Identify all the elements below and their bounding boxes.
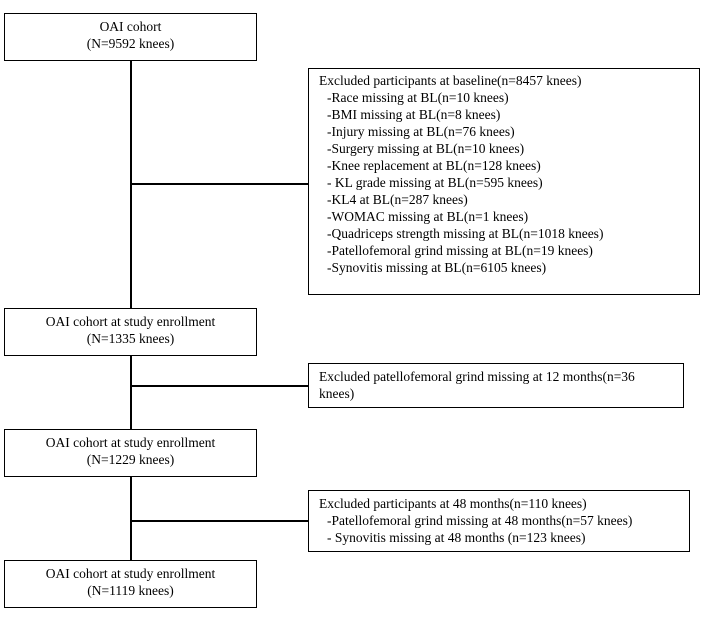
main-box-count: (N=1335 knees) <box>86 331 175 346</box>
exclusion-item: - KL grade missing at BL(n=595 knees) <box>327 175 543 190</box>
exclusion-item: -BMI missing at BL(n=8 knees) <box>327 107 501 122</box>
exclusion-box-baseline: Excluded participants at baseline(n=8457… <box>308 68 700 295</box>
main-box-title: OAI cohort at study enrollment <box>45 314 216 329</box>
exclusion-item: -Surgery missing at BL(n=10 knees) <box>327 141 525 156</box>
exclusion-item: -KL4 at BL(n=287 knees) <box>327 192 468 207</box>
main-box-title: OAI cohort at study enrollment <box>45 435 216 450</box>
exclusion-item: -Synovitis missing at BL(n=6105 knees) <box>327 260 547 275</box>
main-box-oai-cohort: OAI cohort (N=9592 knees) <box>4 13 257 61</box>
connector-to-exclusion-2 <box>130 385 308 387</box>
exclusion-item: - Synovitis missing at 48 months (n=123 … <box>327 530 586 545</box>
connector-to-exclusion-1 <box>130 183 308 185</box>
exclusion-item: -Injury missing at BL(n=76 knees) <box>327 124 515 139</box>
exclusion-item: -WOMAC missing at BL(n=1 knees) <box>327 209 529 224</box>
main-box-enrollment-3: OAI cohort at study enrollment (N=1119 k… <box>4 560 257 608</box>
main-box-count: (N=9592 knees) <box>86 36 175 51</box>
exclusion-title-continued: knees) <box>319 386 355 401</box>
exclusion-title: Excluded participants at baseline(n=8457… <box>319 73 582 88</box>
main-box-title: OAI cohort at study enrollment <box>45 566 216 581</box>
main-box-count: (N=1229 knees) <box>86 452 175 467</box>
connector-main-2-to-3 <box>130 356 132 429</box>
connector-main-3-to-4 <box>130 477 132 560</box>
exclusion-item: -Patellofemoral grind missing at 48 mont… <box>327 513 633 528</box>
exclusion-box-12-months: Excluded patellofemoral grind missing at… <box>308 363 684 408</box>
exclusion-box-48-months: Excluded participants at 48 months(n=110… <box>308 490 690 552</box>
exclusion-item: -Knee replacement at BL(n=128 knees) <box>327 158 541 173</box>
exclusion-item: -Quadriceps strength missing at BL(n=101… <box>327 226 604 241</box>
exclusion-title: Excluded patellofemoral grind missing at… <box>319 369 635 384</box>
exclusion-item: -Patellofemoral grind missing at BL(n=19… <box>327 243 593 258</box>
exclusion-item: -Race missing at BL(n=10 knees) <box>327 90 509 105</box>
exclusion-title: Excluded participants at 48 months(n=110… <box>319 496 587 511</box>
main-box-enrollment-2: OAI cohort at study enrollment (N=1229 k… <box>4 429 257 477</box>
connector-to-exclusion-3 <box>130 520 308 522</box>
main-box-enrollment-1: OAI cohort at study enrollment (N=1335 k… <box>4 308 257 356</box>
main-box-count: (N=1119 knees) <box>87 583 174 598</box>
main-box-title: OAI cohort <box>99 19 162 34</box>
